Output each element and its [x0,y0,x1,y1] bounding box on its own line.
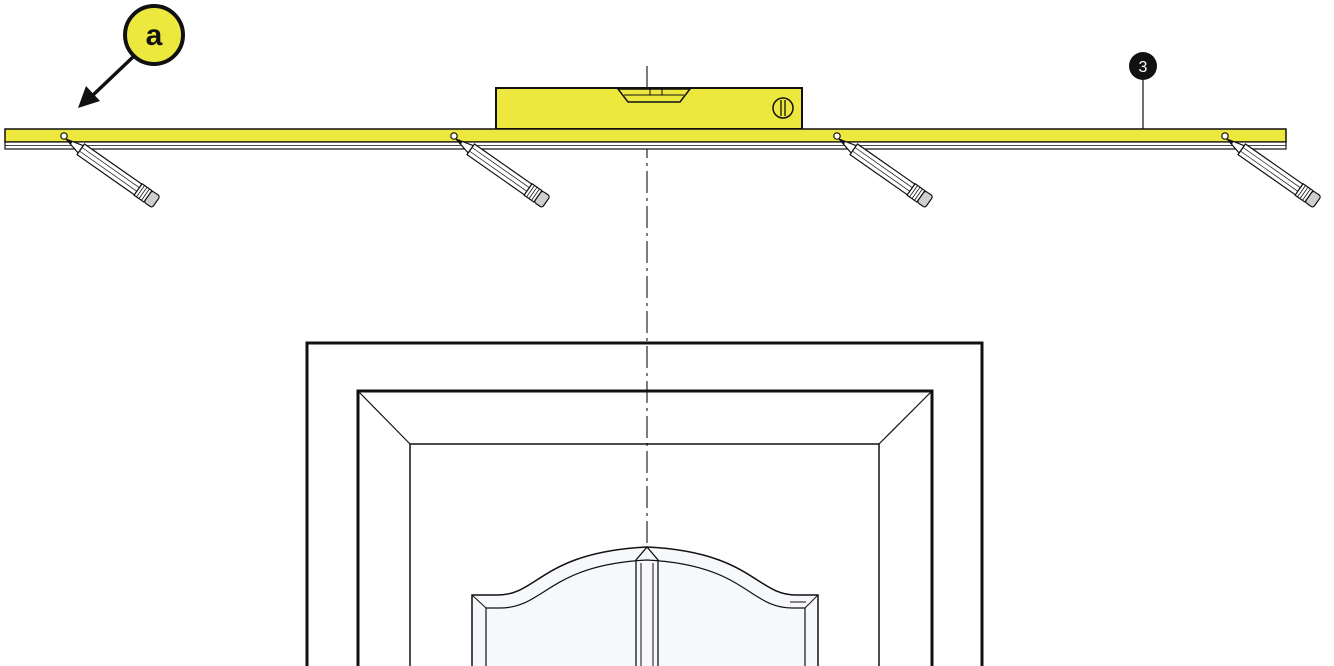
mounting-rail [4,128,1287,150]
glass-panel [471,545,819,666]
part-number-label: 3 [1139,59,1148,76]
pencil-icon [1221,132,1322,209]
door-frame [356,389,934,666]
spirit-level-icon [495,87,803,130]
door-panel [409,443,880,666]
cabinet-outer-frame [305,341,984,666]
pencil-icon [60,132,161,209]
pencil-icon [450,132,551,209]
cabinet [305,341,984,666]
pencil-icon [833,132,934,209]
callout-arrow [78,55,135,108]
part-number-callout: 3 [1129,52,1157,135]
step-callout-label: a [146,19,163,52]
step-callout: a [123,4,185,66]
